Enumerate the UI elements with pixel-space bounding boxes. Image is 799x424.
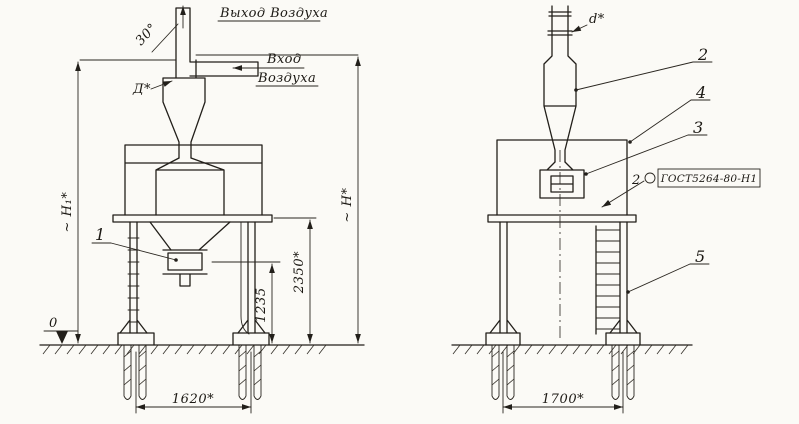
- receiver-bin-right: [539, 161, 585, 199]
- dim-1700-label: 1700*: [542, 392, 585, 407]
- pile-hatching-left: [123, 350, 262, 386]
- height-H-label: ~ Н*: [340, 187, 355, 222]
- weld-spec-label: ГОСТ5264-80-Н1: [660, 173, 757, 185]
- dimensions-right: [502, 351, 624, 414]
- weld-qty-label: 2: [631, 173, 641, 188]
- receiver-bin-left: [155, 157, 225, 216]
- right-view: [451, 5, 761, 414]
- part-1-label: 1: [95, 225, 105, 244]
- left-view: [39, 5, 365, 414]
- dimensions-left: [75, 20, 361, 414]
- dim-1235-label: 1235: [254, 287, 269, 322]
- support-frame-left: [112, 214, 273, 335]
- ladder-rungs-right-view: [595, 229, 621, 330]
- part-4-label: 4: [695, 83, 706, 102]
- weld-spec-box: [657, 168, 761, 188]
- diameter-d-label: d*: [589, 12, 605, 27]
- diameter-D-leader: [150, 80, 173, 90]
- air-outlet-label: Выход Воздуха: [219, 6, 328, 21]
- part-leaders-right: [574, 61, 713, 294]
- discharge-unit: [162, 249, 208, 287]
- support-frame-right: [487, 150, 638, 342]
- dim-2350-label: 2350*: [292, 251, 307, 295]
- hopper-left: [149, 221, 231, 251]
- part-3-label: 3: [693, 118, 703, 137]
- dim-1620-label: 1620*: [172, 392, 215, 407]
- ground-right: [451, 344, 693, 355]
- foundation-right-view: [485, 332, 641, 400]
- weld-callout: [601, 168, 761, 208]
- cyclone-left-view: [151, 7, 259, 159]
- diameter-D-label: Д*: [132, 82, 151, 97]
- part-2-label: 2: [697, 45, 708, 64]
- ladder-rungs-left-view: [127, 237, 140, 323]
- part-1-leader: [91, 242, 178, 262]
- air-inlet-label-top: Вход: [266, 52, 302, 67]
- weld-leader: [601, 180, 645, 208]
- cyclone-right-view: [543, 5, 577, 163]
- angle-label: 30°: [133, 21, 161, 49]
- diameter-d-leader: [571, 24, 588, 33]
- zero-level-marker: [43, 330, 79, 344]
- housing-box-right: [496, 139, 628, 216]
- foundation-left-view: [117, 332, 270, 400]
- part-5-label: 5: [695, 247, 705, 266]
- air-inlet-label-bottom: Воздуха: [257, 71, 316, 86]
- weld-circle-symbol: [644, 172, 656, 184]
- ground-left: [39, 344, 365, 355]
- housing-box-left: [124, 144, 263, 216]
- pile-hatching-right: [491, 350, 635, 386]
- angle-indicator-line: [151, 23, 179, 53]
- zero-level-label: 0: [49, 316, 58, 331]
- height-H1-label: ~ Н₁*: [60, 191, 75, 232]
